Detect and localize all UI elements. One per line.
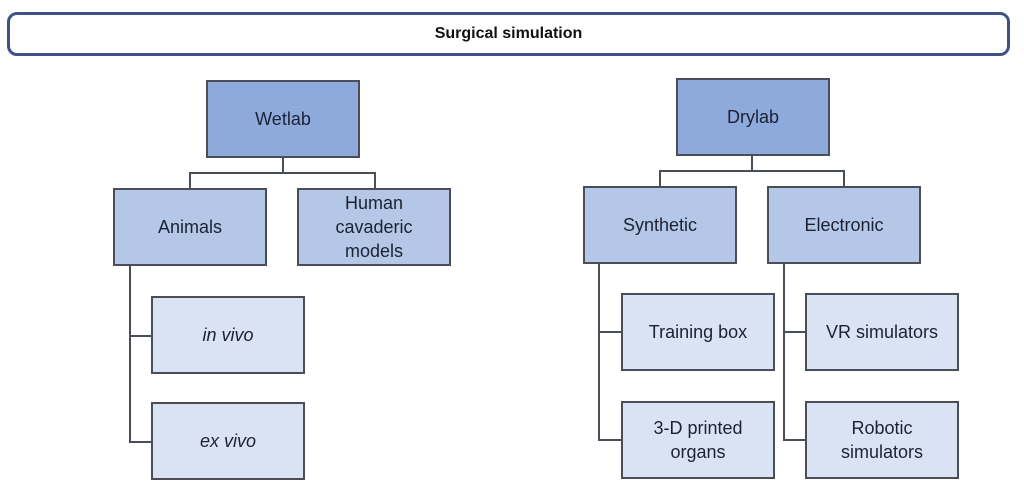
node-synthetic-label: Synthetic (622, 215, 698, 235)
connector (598, 264, 600, 441)
node-human-cavaderic-models: Human cavaderic models (297, 188, 451, 266)
node-in-vivo-label: in vivo (202, 325, 254, 345)
node-drylab-label: Drylab (726, 107, 779, 127)
diagram-title: Surgical simulation (434, 25, 583, 42)
connector (843, 170, 845, 187)
connector (129, 266, 131, 442)
node-in-vivo: in vivo (151, 296, 305, 374)
connector (783, 439, 806, 441)
connector (189, 172, 375, 174)
connector (751, 156, 753, 171)
node-wetlab-label: Wetlab (255, 109, 311, 129)
node-drylab: Drylab (676, 78, 830, 156)
node-animals-label: Animals (157, 217, 223, 237)
connector (659, 170, 845, 172)
connector (129, 441, 152, 443)
node-animals: Animals (113, 188, 267, 266)
connector (783, 264, 785, 441)
node-synthetic: Synthetic (583, 186, 737, 264)
node-training-box: Training box (621, 293, 775, 371)
node-vr-simulators-label: VR simulators (825, 322, 939, 342)
connector (598, 439, 621, 441)
node-training-box-label: Training box (648, 322, 748, 342)
diagram-title-box: Surgical simulation (7, 12, 1010, 56)
node-robotic-simulators-label: Robotic simulators (840, 418, 924, 462)
connector (598, 331, 621, 333)
node-ex-vivo: ex vivo (151, 402, 305, 480)
connector (129, 335, 152, 337)
connector (374, 172, 376, 189)
node-ex-vivo-label: ex vivo (199, 431, 257, 451)
node-robotic-simulators: Robotic simulators (805, 401, 959, 479)
node-electronic-label: Electronic (804, 215, 884, 235)
connector (659, 170, 661, 187)
node-3d-printed-organs: 3-D printed organs (621, 401, 775, 479)
connector (282, 158, 284, 173)
node-vr-simulators: VR simulators (805, 293, 959, 371)
connector (783, 331, 806, 333)
connector (189, 172, 191, 189)
node-wetlab: Wetlab (206, 80, 360, 158)
node-human-label: Human cavaderic models (335, 193, 413, 261)
node-3d-printed-organs-label: 3-D printed organs (653, 418, 743, 462)
node-electronic: Electronic (767, 186, 921, 264)
